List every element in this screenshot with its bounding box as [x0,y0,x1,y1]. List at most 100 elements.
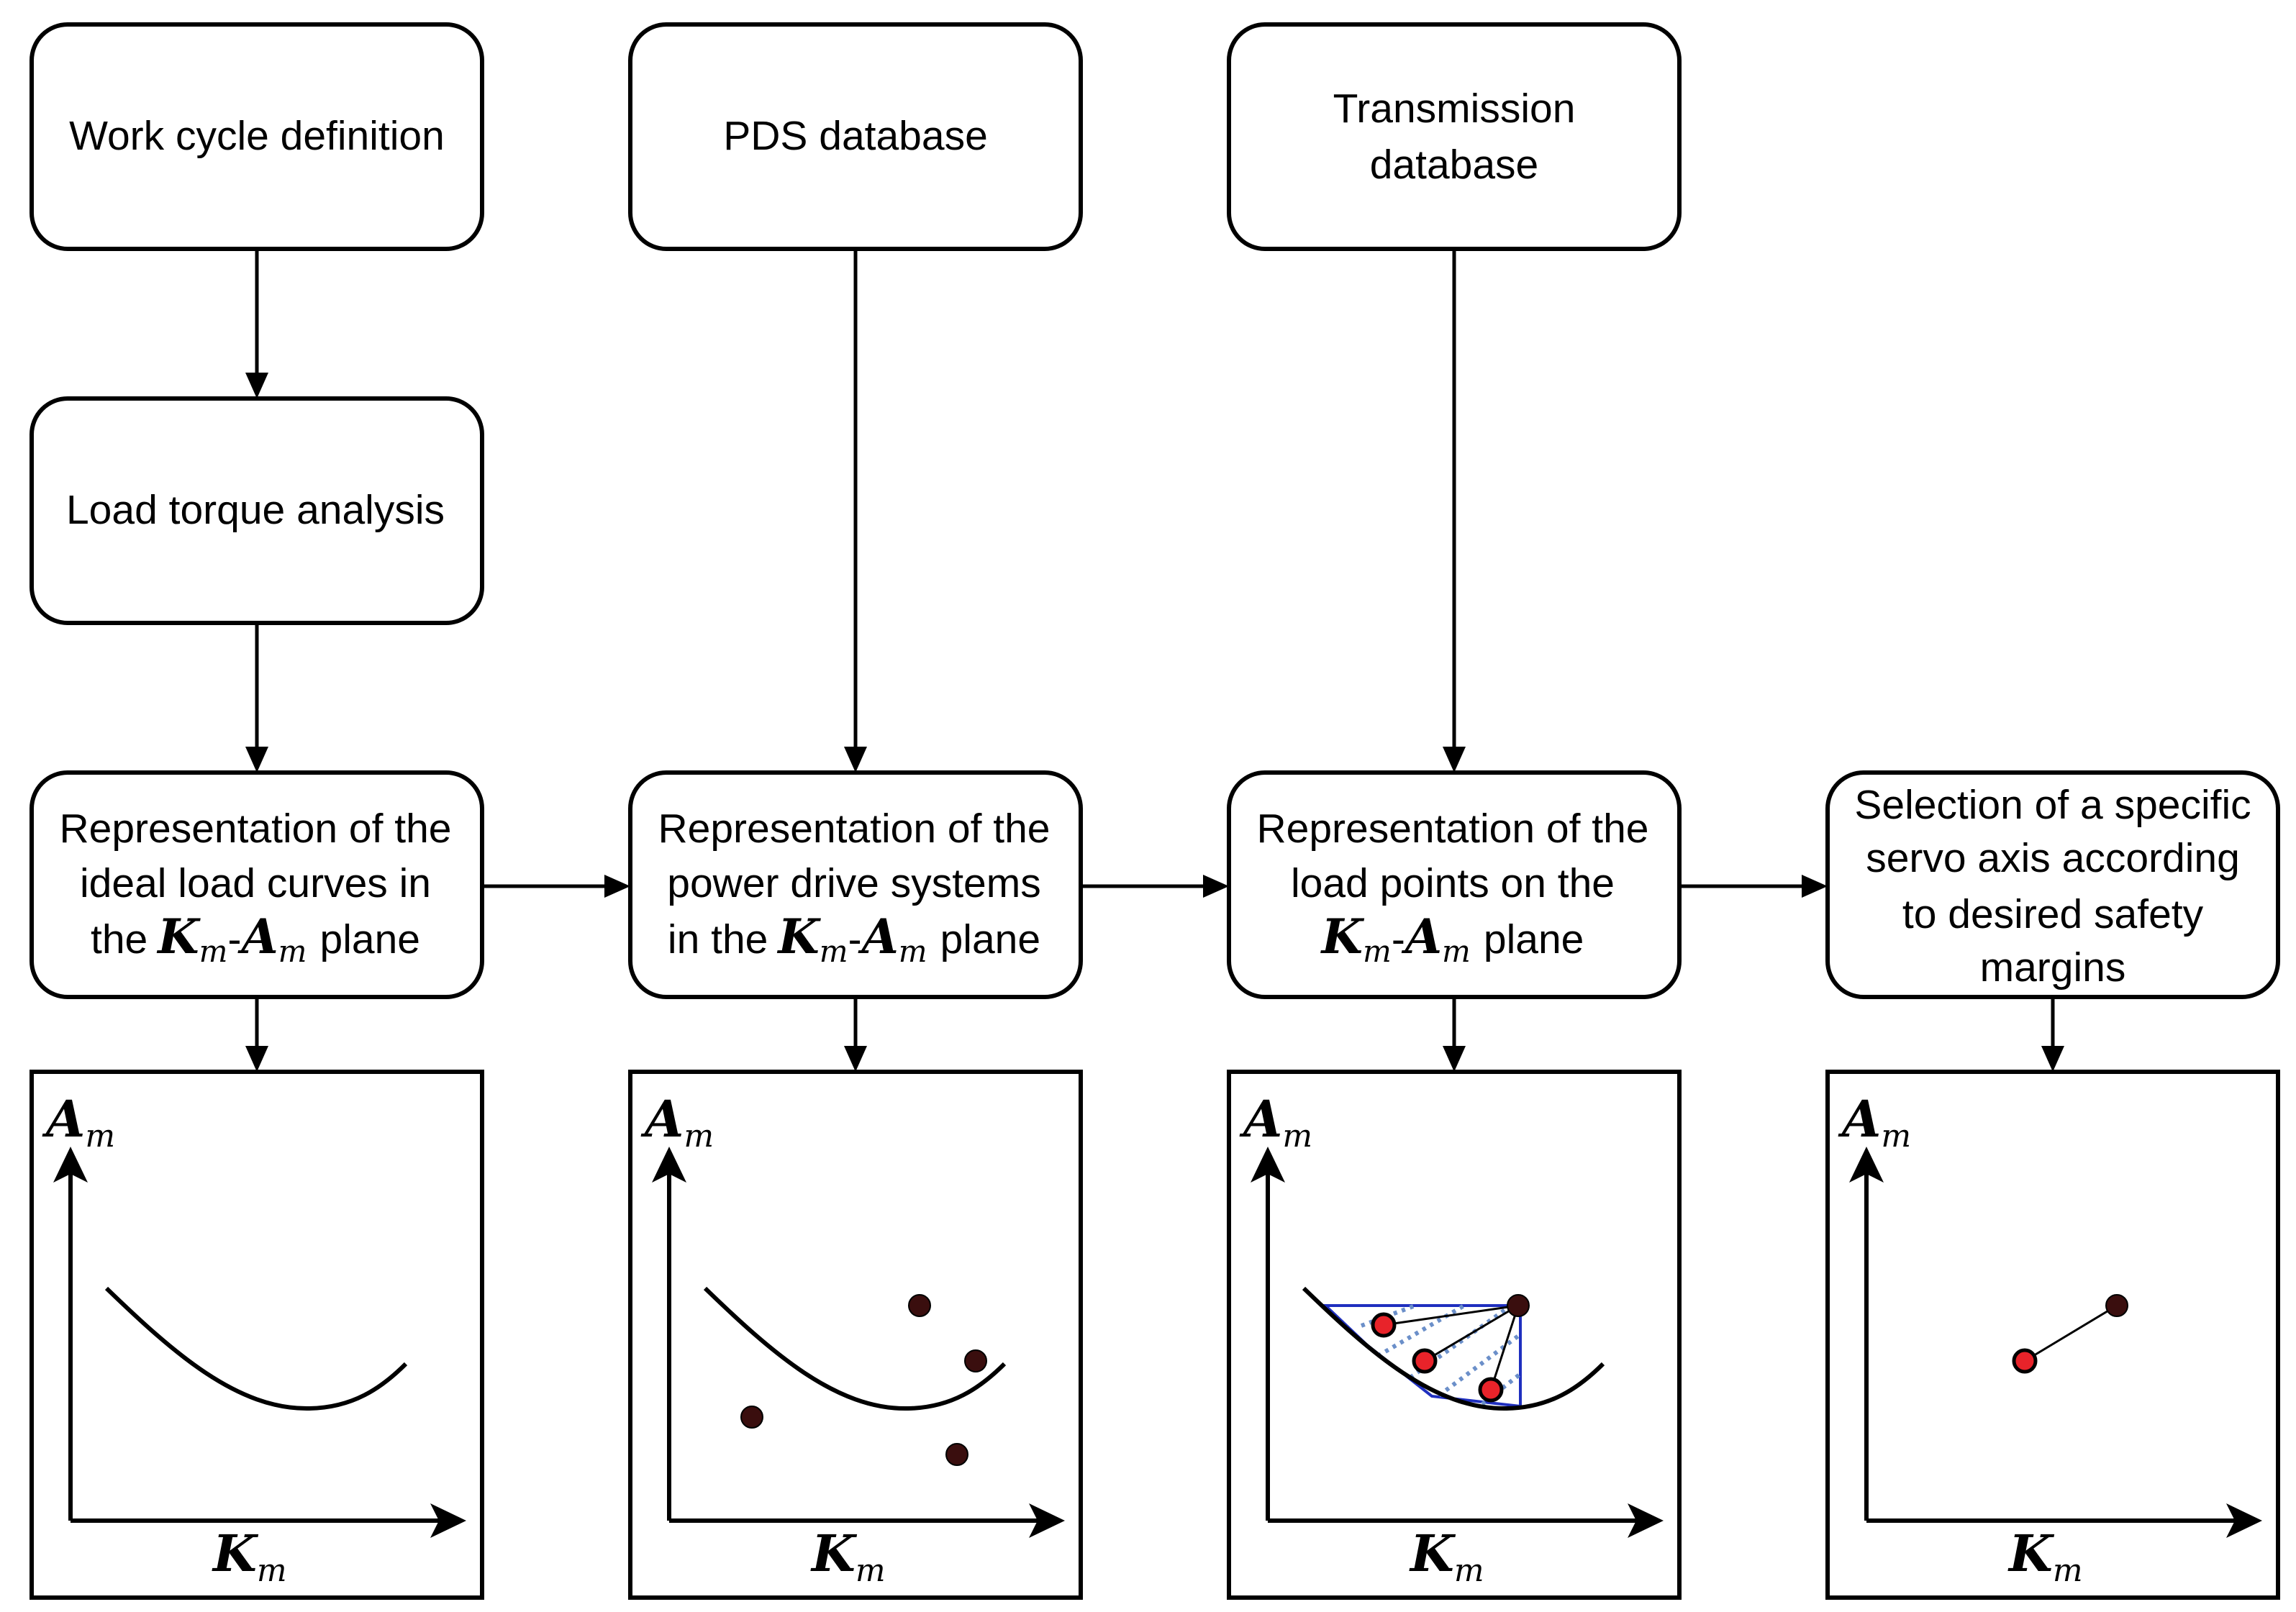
y-axis-label-main: A [1838,1089,1881,1149]
box-representation-ideal-load-curves: Representation of the ideal load curves … [30,770,484,999]
plot-frame [1227,1070,1682,1600]
box-label-line-2: ideal load curves in [80,860,431,906]
box-label-line-1: Selection of a specific [1854,782,2251,828]
box-representation-load-points: Representation of the load points on the… [1227,770,1682,999]
y-axis-arrowhead [652,1147,686,1183]
pds-point [964,1349,987,1372]
x-axis-label-main: K [2007,1524,2055,1583]
y-axis-label-sub: m [1282,1118,1312,1155]
math-A: A [1401,909,1442,965]
y-axis-label-main: A [1239,1089,1282,1149]
math-A: A [237,909,278,965]
y-axis-label-sub: m [1881,1118,1911,1155]
arrowhead [604,875,630,898]
box-label-line-2: servo axis according [1866,835,2240,881]
arrowhead [1802,875,1828,898]
box-work-cycle-definition: Work cycle definition [30,22,484,251]
x-axis-label-sub: m [856,1552,886,1589]
math-K: K [776,909,821,965]
box-label-line-2: load points on the [1291,860,1615,906]
x-axis-label-main: K [1409,1524,1456,1583]
x-axis-label-main: K [810,1524,858,1583]
math-sub: m [820,934,848,969]
math-sub: m [278,934,307,969]
pds-point [1507,1294,1530,1317]
pds-point [740,1406,763,1429]
y-axis-arrowhead [1251,1147,1285,1183]
box-load-torque-analysis: Load torque analysis [30,396,484,625]
pds-point [908,1294,931,1317]
box-label: Work cycle definition [69,113,445,159]
x-axis-label: Km [2007,1524,2083,1589]
x-axis-arrowhead [1029,1503,1065,1538]
point-connector [1489,1305,1520,1390]
plot-frame [628,1070,1083,1600]
arrowhead [844,747,867,773]
selection-connector [2024,1304,2118,1362]
arrowhead [1203,875,1229,898]
arrowhead [844,1046,867,1072]
box-label-line-3: to desired safety [1902,891,2204,937]
arrowhead [245,747,268,773]
arrowhead [1443,747,1466,773]
y-axis-label: Am [42,1089,115,1155]
math-dash: - [227,916,241,962]
x-axis-label: Km [810,1524,886,1589]
box-label-line-1: Representation of the [658,806,1050,852]
load-point [1478,1377,1504,1403]
plot-frame [30,1070,484,1600]
plot-frame [1825,1070,2280,1600]
y-axis-label-main: A [42,1089,85,1149]
box-label-line-1: Representation of the [59,806,451,852]
box-label-line-1: Representation of the [1256,806,1648,852]
x-axis-arrowhead [2226,1503,2262,1538]
y-axis-label: Am [1838,1089,1911,1155]
x-axis-label-sub: m [257,1552,287,1589]
line3-suffix: plane [1484,916,1584,962]
math-sub: m [1442,934,1471,969]
line3-suffix: plane [320,916,420,962]
line3-prefix: the [91,916,148,962]
selected-pds-point [2105,1294,2128,1317]
arrowhead [1443,1046,1466,1072]
selected-load-point [2012,1348,2038,1374]
load-point [1371,1312,1397,1338]
y-axis-label: Am [1239,1089,1312,1155]
y-axis-arrowhead [53,1147,88,1183]
math-dash: - [1392,916,1405,962]
ideal-load-curve [1302,1286,1605,1411]
pds-point [945,1443,968,1466]
point-connector [1424,1304,1519,1362]
line3-suffix: plane [940,916,1040,962]
line3-prefix: in the [668,916,768,962]
x-axis-label-sub: m [2053,1552,2083,1589]
box-label: PDS database [723,113,988,159]
box-selection-servo-axis: Selection of a specific servo axis accor… [1825,770,2280,999]
x-axis-arrowhead [1628,1503,1664,1538]
arrowhead [245,1046,268,1072]
x-axis-label-sub: m [1454,1552,1484,1589]
box-label-line-2: power drive systems [667,860,1041,906]
x-axis-label: Km [1409,1524,1484,1589]
math-K: K [1320,909,1365,965]
ideal-load-curve [104,1286,408,1411]
y-axis-label-main: A [640,1089,684,1149]
ideal-load-curve [703,1286,1007,1411]
math-sub: m [899,934,927,969]
point-connector [1383,1304,1519,1326]
math-A: A [858,909,899,965]
box-representation-power-drive-systems: Representation of the power drive system… [628,770,1083,999]
box-label-line-4: margins [1980,944,2126,991]
arrowhead [2041,1046,2064,1072]
math-sub: m [1363,934,1392,969]
math-K: K [156,909,201,965]
